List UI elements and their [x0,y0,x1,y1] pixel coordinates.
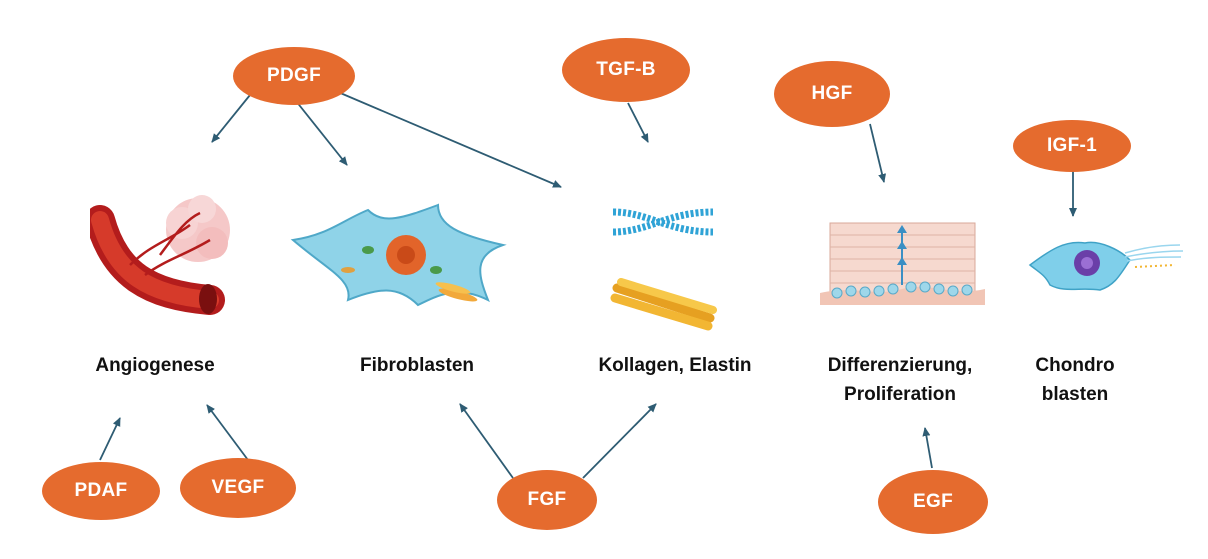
factor-pdgf: PDGF [233,47,355,105]
arrow-pdaf-angiogenese [99,417,121,461]
label-differenzierung-line1: Differenzierung, [827,355,973,376]
arrow-tgfb-kollagen [627,102,649,143]
factor-vegf: VEGF [180,458,296,518]
factor-igf1: IGF-1 [1013,120,1131,172]
elastin-fibers-illustration [610,278,717,331]
factor-pdaf: PDAF [42,462,160,520]
factor-hgf: HGF [774,61,890,127]
arrow-pdgf-kollagen [337,91,562,188]
fibroblast-illustration [290,203,507,307]
label-differenzierung: Differenzierung, Proliferation [795,351,1005,409]
label-chondroblasten-line2: blasten [1041,384,1109,405]
arrow-pdgf-angiogenese [211,94,251,143]
factor-tgfb: TGF-B [562,38,690,102]
arrow-pdgf-fibroblasten [291,95,348,166]
arrow-egf-differenzierung [922,427,933,469]
chondroblast-illustration [1028,241,1184,291]
label-chondroblasten-line1: Chondro [1035,355,1115,376]
arrow-vegf-angiogenese [206,404,249,461]
arrow-fgf-fibroblasten [459,403,514,479]
collagen-helix-illustration [612,208,714,236]
arrow-fgf-kollagen [582,403,657,479]
factor-fgf: FGF [497,470,597,530]
label-angiogenese: Angiogenese [95,355,215,376]
blood-vessel-illustration [90,195,230,315]
label-chondroblasten: Chondro blasten [1010,351,1140,409]
label-kollagen-elastin: Kollagen, Elastin [598,355,752,376]
label-fibroblasten: Fibroblasten [359,355,474,376]
label-differenzierung-line2: Proliferation [844,384,956,405]
arrow-hgf-differenzierung [869,123,887,183]
factor-egf: EGF [878,470,988,534]
epithelium-illustration [820,222,985,305]
